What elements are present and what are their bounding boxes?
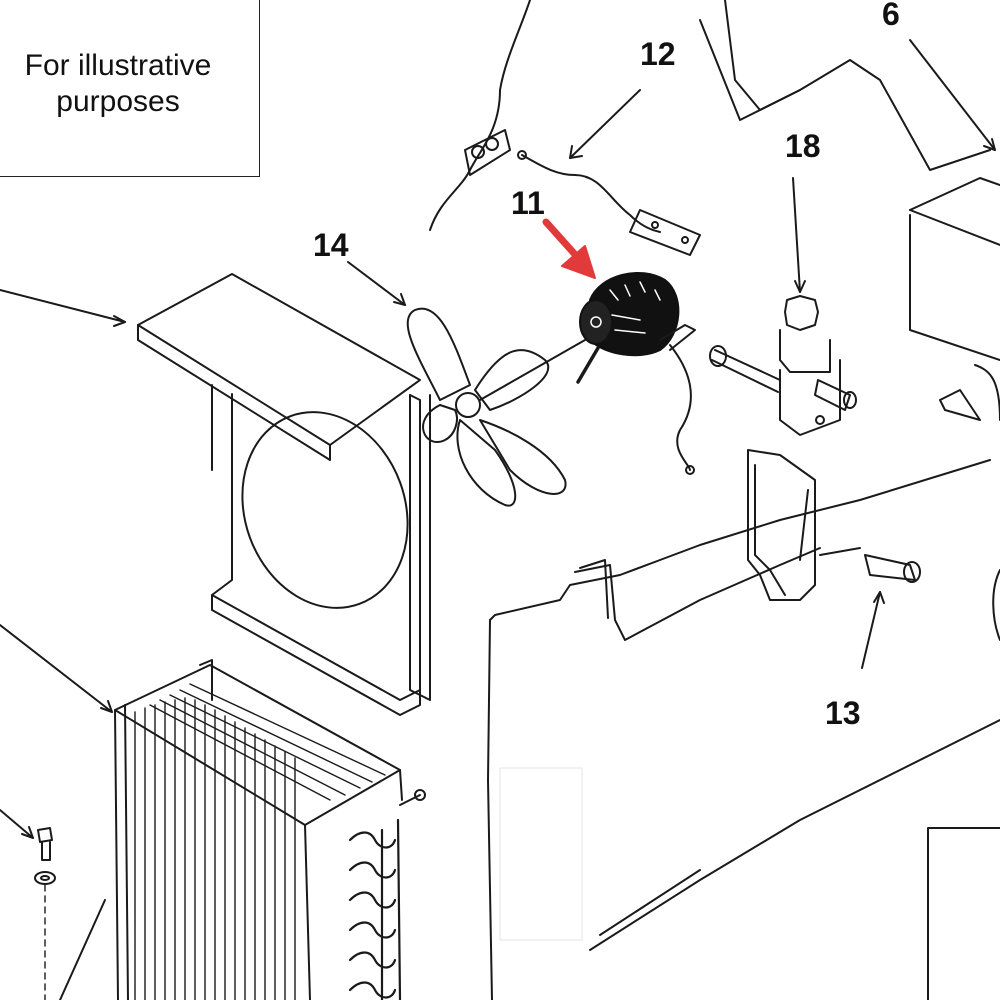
part-18-valve-block bbox=[779, 359, 841, 436]
coil-right-frame bbox=[304, 769, 403, 1000]
part-6-box-top bbox=[909, 177, 1000, 211]
placeholder-rect bbox=[499, 767, 583, 941]
callout-12: 12 bbox=[640, 36, 676, 72]
part-18-port-end bbox=[843, 391, 857, 409]
wire-connector bbox=[464, 129, 511, 176]
part-12-screw bbox=[681, 236, 689, 244]
callout-6: 6 bbox=[882, 0, 900, 32]
callout-14: 14 bbox=[313, 227, 349, 263]
coil-tube-stub bbox=[399, 794, 421, 806]
leader-coil bbox=[0, 624, 113, 713]
note-line-1: For illustrative bbox=[24, 49, 212, 82]
leader-lower-left bbox=[59, 899, 106, 1000]
part-14-fan-blade bbox=[406, 307, 567, 507]
leader-14 bbox=[347, 261, 406, 306]
shroud-back-panel bbox=[211, 384, 421, 701]
base-frame-lower-rail bbox=[589, 719, 1000, 951]
leader-lines bbox=[0, 39, 996, 1000]
part-11-bracket bbox=[659, 324, 696, 351]
part-12-capillary bbox=[521, 154, 661, 233]
wire-connector-pin bbox=[471, 145, 485, 159]
part-11-fan-motor bbox=[579, 271, 680, 357]
coil-tube-end bbox=[414, 789, 426, 801]
coil-hairpins bbox=[348, 818, 402, 1000]
part-11-lead-end bbox=[685, 465, 695, 475]
wire-harness bbox=[429, 0, 531, 231]
part-6-box-front bbox=[909, 214, 1000, 361]
base-frame-left-edge bbox=[487, 619, 493, 1000]
part-12-bulb bbox=[517, 150, 527, 160]
leader-13 bbox=[861, 591, 881, 669]
screw-and-washer bbox=[34, 827, 56, 1000]
part-12-bracket bbox=[629, 209, 701, 256]
part-13-line bbox=[819, 547, 861, 556]
illustrative-note-box: For illustrative purposes bbox=[0, 0, 260, 177]
base-frame-top-2 bbox=[724, 0, 801, 111]
part-13-sensor bbox=[864, 554, 916, 581]
part-6-coil bbox=[974, 364, 1000, 421]
base-frame-top bbox=[699, 19, 991, 171]
motor-shaft bbox=[479, 339, 586, 401]
part-11-motor-highlights bbox=[590, 281, 661, 334]
note-line-2: purposes bbox=[56, 85, 180, 118]
base-frame-outline bbox=[489, 459, 991, 621]
part-18-side-port bbox=[814, 379, 851, 411]
highlight-arrow bbox=[542, 218, 596, 279]
coil-top bbox=[114, 664, 401, 826]
tubing-loop-inner bbox=[754, 464, 809, 596]
right-box-outline bbox=[927, 827, 1000, 1000]
coil-fins bbox=[134, 683, 386, 1000]
part-18-valve-cap bbox=[784, 295, 819, 331]
leader-18 bbox=[792, 177, 801, 293]
liquid-line-2 bbox=[579, 559, 609, 619]
callout-13: 13 bbox=[825, 695, 861, 731]
leader-6 bbox=[909, 39, 996, 151]
coil-left-frame bbox=[114, 704, 129, 1000]
callout-11: 11 bbox=[511, 185, 545, 221]
right-edge-curve bbox=[992, 569, 1000, 641]
illustrative-note-text: For illustrative purposes bbox=[0, 48, 238, 120]
part-18-screw bbox=[815, 415, 825, 425]
part-11-pointer-line bbox=[576, 346, 600, 384]
part-6-box-side bbox=[909, 209, 1000, 246]
part-18-tube-end bbox=[709, 345, 727, 367]
base-frame-rail-inner bbox=[599, 869, 701, 936]
callout-18: 18 bbox=[785, 128, 821, 164]
shroud-bottom-flange bbox=[211, 594, 421, 716]
leader-12 bbox=[569, 89, 641, 159]
part-11-lead-wire bbox=[669, 344, 692, 471]
tubing-loop bbox=[747, 449, 816, 601]
shroud-top-plate-edge bbox=[137, 324, 331, 461]
leader-screw bbox=[0, 809, 34, 839]
part-18-valve-tube bbox=[711, 349, 781, 393]
coil-left-post bbox=[199, 659, 213, 701]
part-6-foot bbox=[939, 389, 981, 421]
liquid-line bbox=[574, 547, 821, 641]
part-18-valve-body bbox=[779, 329, 831, 373]
leader-shroud bbox=[0, 289, 126, 323]
wire-connector-pin bbox=[485, 137, 499, 151]
shroud-top-plate bbox=[137, 273, 421, 446]
part-12-screw bbox=[651, 221, 659, 229]
shroud-fan-opening bbox=[241, 411, 409, 609]
part-13-sensor-end bbox=[903, 561, 921, 583]
